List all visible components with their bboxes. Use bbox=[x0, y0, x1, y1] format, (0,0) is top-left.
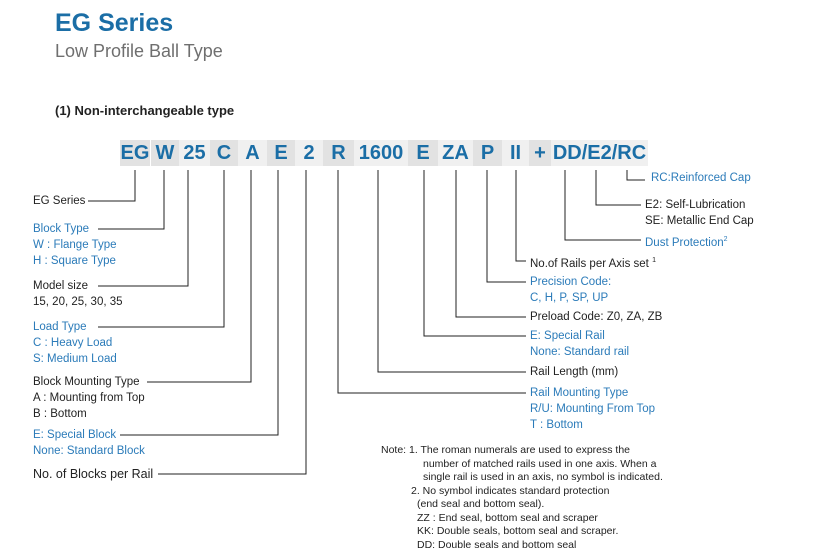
page-title: EG Series bbox=[55, 9, 174, 37]
code-protection: DD/E2/RC bbox=[551, 140, 648, 166]
label-eg-series: EG Series bbox=[33, 195, 86, 207]
code-special-block: E bbox=[267, 140, 295, 166]
code-mounting: A bbox=[238, 140, 267, 166]
notes: Note: 1. The roman numerals are used to … bbox=[381, 444, 663, 551]
code-preload: ZA bbox=[438, 140, 473, 166]
code-special-rail: E bbox=[408, 140, 438, 166]
code-precision: P bbox=[473, 140, 502, 166]
code-eg: EG bbox=[120, 140, 150, 166]
code-plus: + bbox=[529, 140, 551, 166]
code-model-size: 25 bbox=[179, 140, 210, 166]
label-rail-length: Rail Length (mm) bbox=[530, 366, 619, 378]
code-load-type: C bbox=[210, 140, 238, 166]
code-rails-per-axis: II bbox=[502, 140, 529, 166]
label-dust-protection: Dust Protection2 bbox=[645, 236, 728, 249]
label-precision-code: Precision Code:C, H, P, SP, UP bbox=[530, 276, 612, 304]
code-rail-length: 1600 bbox=[354, 140, 408, 166]
label-preload-code: Preload Code: Z0, ZA, ZB bbox=[530, 311, 663, 323]
page-subtitle: Low Profile Ball Type bbox=[55, 41, 223, 61]
section-heading: (1) Non-interchangeable type bbox=[55, 103, 235, 118]
code-rail-mount: R bbox=[323, 140, 354, 166]
code-blocks-per-rail: 2 bbox=[295, 140, 323, 166]
label-reinforced-cap: RC:Reinforced Cap bbox=[651, 172, 751, 184]
code-block-type: W bbox=[151, 140, 179, 166]
label-blocks-per-rail: No. of Blocks per Rail bbox=[33, 467, 154, 481]
label-rails-per-axis: No.of Rails per Axis set 1 bbox=[530, 257, 656, 270]
